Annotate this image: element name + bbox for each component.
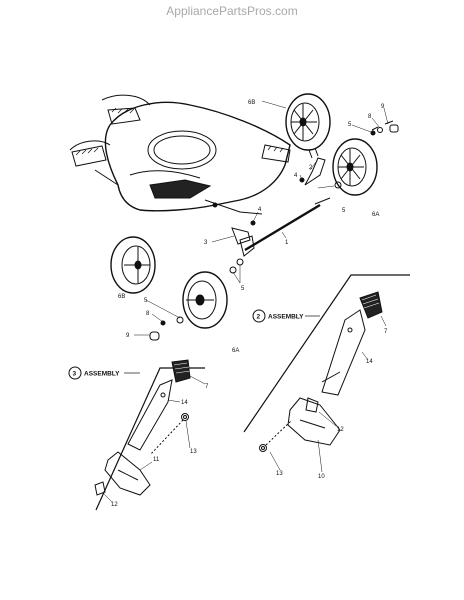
assembly-2-label-13: 13	[276, 471, 283, 477]
label-5-top: 5	[348, 122, 352, 128]
assembly-3-parts	[94, 359, 191, 496]
assembly-2-leaders	[269, 315, 387, 473]
wheel-6b-top	[285, 93, 331, 151]
axle-rod	[239, 197, 331, 257]
label-8-left: 8	[146, 311, 150, 317]
label-6a-right: 6A	[372, 212, 379, 218]
label-6b-left: 6B	[118, 294, 125, 300]
assembly-3-leaders	[103, 375, 206, 503]
label-2-top: 2	[309, 165, 313, 171]
assembly-2-frame	[243, 274, 410, 433]
assembly-3-title: ASSEMBLY	[84, 371, 120, 378]
assembly-2-label-10: 10	[318, 474, 325, 480]
label-3: 3	[204, 240, 208, 246]
assembly-2-number: 2	[257, 314, 261, 321]
label-9-top: 9	[381, 104, 385, 110]
leader-lines	[134, 100, 389, 336]
watermark: AppliancePartsPros.com	[166, 4, 298, 18]
label-5-left: 5	[144, 298, 148, 304]
hardware-parts	[149, 120, 399, 341]
label-4-mid: 4	[294, 173, 298, 179]
wheel-6a-bottom	[182, 271, 228, 329]
label-6a-bottom: 6A	[232, 348, 239, 354]
wheel-6b-left	[110, 236, 156, 294]
label-1: 1	[285, 240, 289, 246]
assembly-2-label-14: 14	[366, 359, 373, 365]
label-8-top: 8	[368, 114, 372, 120]
assembly-2-label-12: 12	[337, 427, 344, 433]
label-5-mid: 5	[342, 208, 346, 214]
assembly-3-number: 3	[73, 371, 77, 378]
assembly-3-label-7: 7	[205, 384, 209, 390]
assembly-2-title: ASSEMBLY	[268, 314, 304, 321]
assembly-3-label-11: 11	[153, 457, 160, 463]
assembly-2-label-7: 7	[384, 329, 388, 335]
assembly-3-label-14: 14	[181, 400, 188, 406]
label-6b-top: 6B	[248, 100, 255, 106]
label-9-left: 9	[126, 333, 130, 339]
assembly-2-parts	[259, 291, 383, 452]
assembly-3-header: 3 ASSEMBLY	[68, 366, 140, 380]
wheel-6a-right	[332, 138, 378, 196]
label-5-lower: 5	[241, 286, 245, 292]
assembly-2-header: 2 ASSEMBLY	[252, 309, 320, 323]
mower-deck	[69, 94, 291, 215]
assembly-3-label-13: 13	[190, 449, 197, 455]
label-4-left: 4	[258, 207, 262, 213]
assembly-3-label-12: 12	[111, 502, 118, 508]
assembly-3-frame	[95, 367, 205, 511]
